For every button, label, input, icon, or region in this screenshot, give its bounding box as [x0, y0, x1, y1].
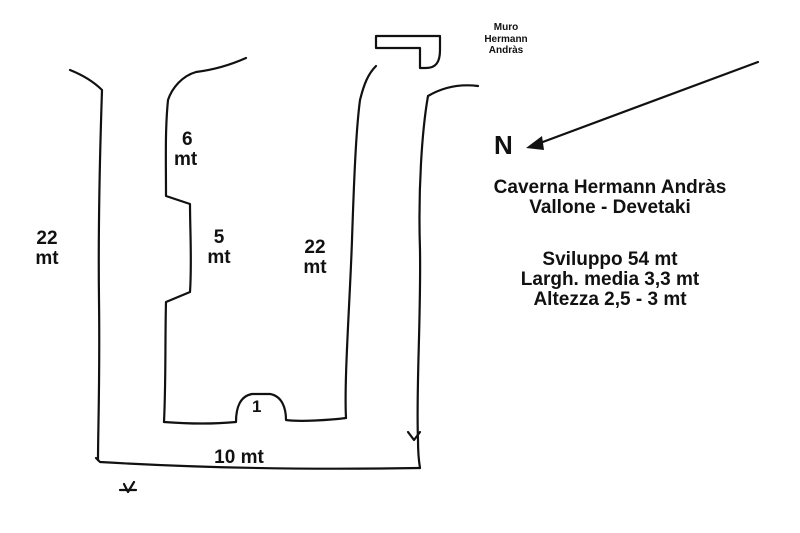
cave-stats: Sviluppo 54 mt Largh. media 3,3 mt Altez…: [440, 250, 780, 310]
bottom-wall: [94, 456, 422, 470]
measure-top-inner-value: 6: [182, 129, 193, 150]
inner-left-wall: [162, 56, 248, 424]
stat-sviluppo: Sviluppo 54 mt: [542, 249, 678, 270]
measure-mid-inner-value: 5: [213, 227, 225, 248]
measure-mid-inner-unit: mt: [207, 246, 231, 268]
measure-left-outer: 22 mt: [22, 229, 72, 269]
entrance-mark-right: [406, 430, 422, 442]
stat-altezza: Altezza 2,5 - 3 mt: [533, 288, 687, 310]
stat-larghezza: Largh. media 3,3 mt: [520, 268, 700, 290]
north-label: N: [494, 130, 513, 160]
muro-label-line1: Muro: [493, 22, 519, 33]
measure-top-inner-unit: mt: [174, 148, 198, 170]
north-arrow-head: [526, 136, 544, 150]
inner-right-wall: [344, 64, 378, 420]
muro-label: Muro Hermann Andràs: [474, 22, 538, 57]
chamber-number: 1: [252, 397, 262, 416]
muro-wall-symbol: [374, 34, 442, 70]
left-outer-wall: [68, 68, 104, 462]
cave-title-line1: Caverna Hermann Andràs: [493, 177, 727, 198]
measure-right-inner-value: 22: [304, 237, 326, 258]
inner-bottom-wall: [162, 392, 348, 425]
measure-right-inner-unit: mt: [303, 256, 327, 278]
measure-left-outer-unit: mt: [35, 247, 59, 269]
right-outer-wall: [416, 84, 480, 470]
north-arrow-line: [530, 60, 760, 148]
muro-label-line2: Hermann: [484, 33, 528, 45]
measure-right-inner: 22 mt: [290, 238, 340, 278]
cave-title: Caverna Hermann Andràs Vallone - Devetak…: [440, 178, 780, 218]
measure-left-outer-value: 22: [36, 228, 58, 249]
cave-title-line2: Vallone - Devetaki: [529, 196, 691, 218]
entrance-mark-left: [118, 480, 138, 494]
measure-bottom: 10 mt: [214, 447, 264, 468]
measure-top-inner: 6 mt: [174, 130, 218, 170]
muro-label-line3: Andràs: [488, 45, 524, 56]
measure-mid-inner: 5 mt: [196, 228, 242, 268]
